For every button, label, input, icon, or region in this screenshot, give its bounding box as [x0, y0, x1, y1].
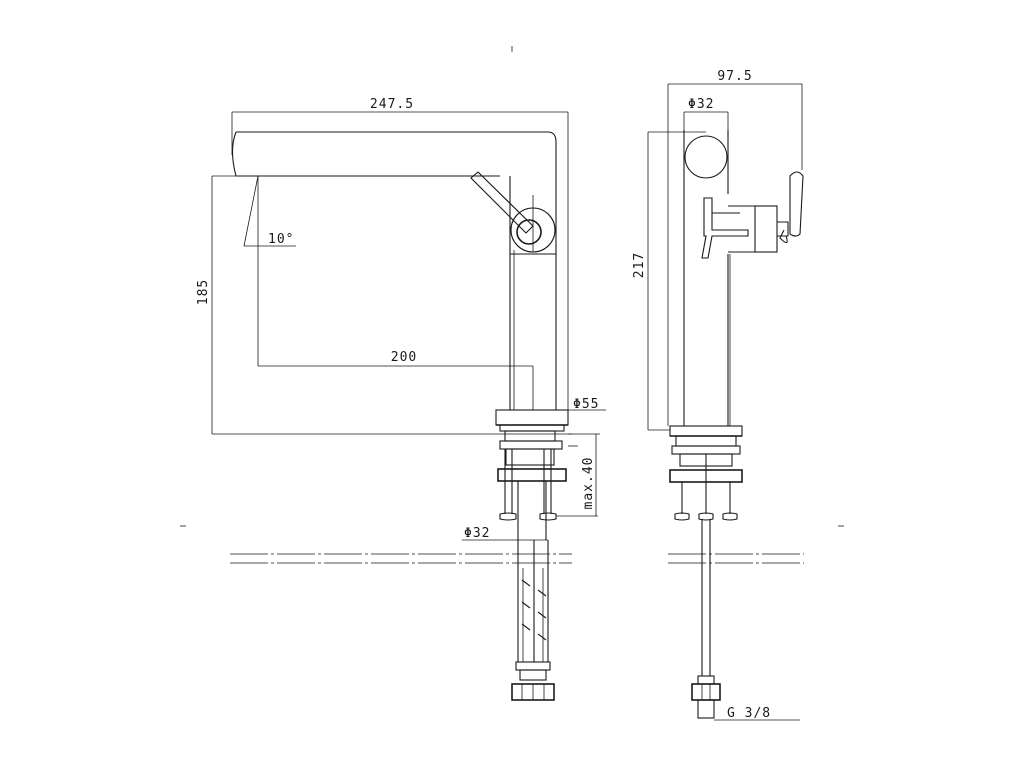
label-max-thickness: max.40 — [581, 457, 596, 510]
front-body — [509, 176, 557, 410]
dim-body-diameter — [683, 111, 729, 130]
dim-side-width — [667, 83, 803, 426]
front-mounting — [497, 430, 567, 540]
label-angle: 10° — [268, 232, 294, 247]
label-side-width: 97.5 — [717, 69, 752, 84]
label-body-diameter: Φ32 — [688, 97, 714, 112]
label-shank-diameter: Φ32 — [464, 526, 490, 541]
front-base — [495, 409, 569, 432]
label-width-spout: 247.5 — [370, 97, 414, 112]
dim-max-thickness — [556, 433, 600, 517]
side-hose — [691, 519, 721, 719]
label-base-diameter: Φ55 — [573, 397, 599, 412]
side-view — [647, 83, 804, 721]
side-handle-cross — [701, 171, 804, 259]
dim-height-front — [211, 175, 572, 435]
side-body — [683, 130, 731, 426]
label-reach: 200 — [391, 350, 417, 365]
dim-angle — [243, 175, 296, 366]
dim-width-spout — [231, 111, 569, 410]
front-hose — [511, 540, 555, 701]
side-base — [669, 425, 743, 521]
front-lever — [470, 171, 556, 253]
dim-reach — [258, 365, 534, 410]
label-thread: G 3/8 — [727, 706, 771, 721]
dim-height-side — [647, 131, 706, 431]
label-height-front: 185 — [196, 279, 211, 305]
front-view — [211, 111, 606, 701]
countertop — [230, 553, 804, 564]
label-height-side: 217 — [632, 252, 647, 278]
